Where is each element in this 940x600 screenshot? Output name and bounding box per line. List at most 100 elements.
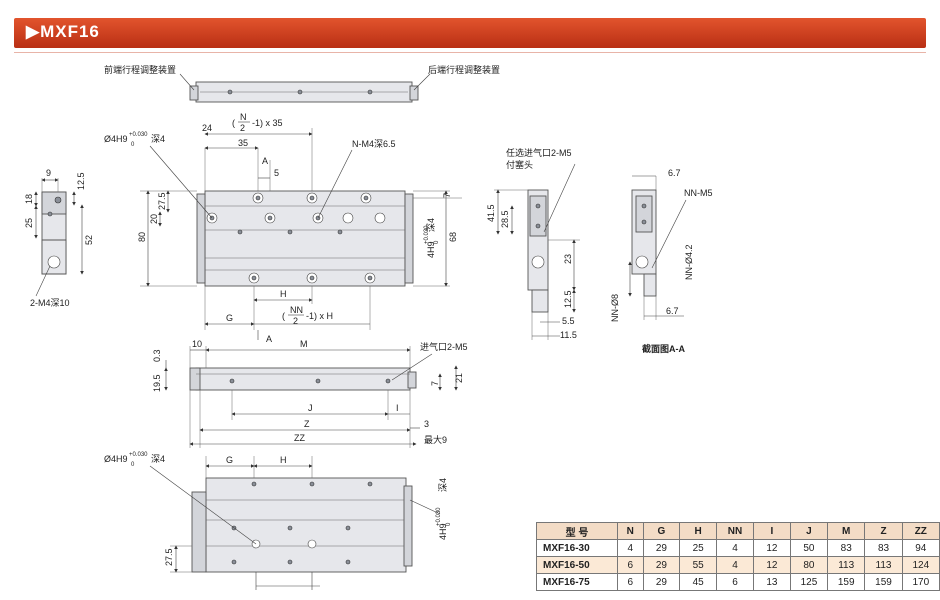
- dim-28-5: 28.5: [500, 210, 510, 228]
- table-row: MXF16-50 6 29 55 4 12 80 113 113 124: [536, 556, 940, 574]
- dim-7: 7: [442, 193, 452, 198]
- max-9: 最大9: [424, 434, 447, 445]
- cell: 113: [864, 556, 903, 574]
- hole-tol-top: +0.030: [129, 132, 148, 138]
- col-n: N: [617, 522, 644, 540]
- col-nn: NN: [715, 522, 755, 540]
- table-row: MXF16-75 6 29 45 6 13 125 159 159 170: [536, 573, 940, 591]
- plug-label: 付塞头: [506, 159, 533, 170]
- nn-d8-label: NN-Ø8: [610, 294, 620, 322]
- dim-80: 80: [137, 232, 147, 242]
- side-hole: 4H9: [426, 241, 436, 258]
- front-adjuster-label: 前端行程调整装置: [104, 64, 176, 75]
- dim-52: 52: [84, 235, 94, 245]
- thread-note: N-M4深6.5: [352, 139, 396, 149]
- optional-port-label: 任选进气口2-M5: [506, 147, 572, 158]
- cell: 55: [679, 556, 717, 574]
- col-z: Z: [864, 522, 903, 540]
- bottom-hole-tol-bot: 0: [131, 462, 135, 468]
- dim-3: 3: [424, 419, 429, 429]
- header-rule: [14, 52, 926, 58]
- dim-27-5: 27.5: [157, 192, 167, 210]
- dim-z: Z: [304, 419, 310, 429]
- dim-i: I: [396, 403, 399, 413]
- cell: 80: [789, 556, 829, 574]
- front-view: 10 M 0.3 19.5 进气口2-M5 7 21 J I Z 3 ZZ 最大…: [152, 339, 468, 448]
- cell: 6: [715, 573, 755, 591]
- cell: 94: [901, 539, 940, 557]
- cell: 124: [901, 556, 940, 574]
- page-title: ▶MXF16: [26, 22, 100, 41]
- nn-m5-label: NN-M5: [684, 188, 713, 198]
- dim-m: M: [300, 339, 308, 349]
- pitch-paren: (: [232, 118, 235, 128]
- hole-depth: 深4: [151, 134, 165, 144]
- cell: 6: [617, 556, 644, 574]
- bottom-view: Ø4H9 +0.030 0 深4 G H 4H9 +0.030 0 深4 27.…: [104, 452, 452, 590]
- hole-tol-bot: 0: [131, 142, 135, 148]
- bottom-dim-h: H: [280, 455, 287, 465]
- cell: 6: [617, 573, 644, 591]
- section-view: 6.7 NN-M5 NN-Ø4.2 NN-Ø8 6.7 截面图A-A: [610, 168, 713, 354]
- cell-model: MXF16-30: [536, 539, 618, 557]
- side-tol-bot: 0: [434, 240, 440, 244]
- dim-h: H: [280, 289, 287, 299]
- pitch-suffix: -1) x 35: [252, 118, 283, 128]
- bottom-hole-note: Ø4H9: [104, 454, 128, 464]
- mount-thread-note: 2-M4深10: [30, 298, 70, 308]
- cell: 12: [753, 539, 791, 557]
- dim-25: 25: [24, 218, 34, 228]
- dim-0-3: 0.3: [152, 349, 162, 362]
- bottom-side-hole: 4H9: [438, 523, 448, 540]
- table-row: MXF16-30 4 29 25 4 12 50 83 83 94: [536, 539, 940, 557]
- col-h: H: [679, 522, 717, 540]
- cell: 159: [827, 573, 866, 591]
- cell: 29: [642, 573, 681, 591]
- dim-68: 68: [448, 232, 458, 242]
- nn-d4-2-label: NN-Ø4.2: [684, 244, 694, 280]
- cell: 12: [753, 556, 791, 574]
- inlet-port-label: 进气口2-M5: [420, 341, 468, 352]
- dim-5: 5: [274, 168, 279, 178]
- left-end-view: 9 12.5 18 25 52 2-M4深10: [24, 168, 94, 308]
- bottom-side-tol-top: +0.030: [436, 507, 442, 526]
- dim-zz: ZZ: [294, 433, 305, 443]
- col-model: 型 号: [536, 522, 618, 540]
- spec-header-row: 型 号 N G H NN I J M Z ZZ: [536, 522, 940, 540]
- cell: 13: [753, 573, 791, 591]
- rear-adjuster-label: 后端行程调整装置: [428, 64, 500, 75]
- dim-20: 20: [149, 214, 159, 224]
- dim-9: 9: [46, 168, 51, 178]
- nn-den: 2: [293, 316, 298, 326]
- pitch-frac-num: N: [240, 112, 247, 122]
- dim-g: G: [226, 313, 233, 323]
- cell: 4: [617, 539, 644, 557]
- nn-suffix: -1) x H: [306, 311, 333, 321]
- dim-35: 35: [238, 138, 248, 148]
- nn-num: NN: [290, 305, 303, 315]
- dim-7-front: 7: [430, 381, 440, 386]
- side-depth: 深4: [426, 218, 436, 232]
- dim-41-5: 41.5: [486, 204, 496, 222]
- plan-view: 24 ( N 2 -1) x 35 35 A 5 Ø4H9 +0.030 0 深…: [104, 112, 462, 344]
- title-banner: ▶MXF16: [14, 18, 926, 48]
- cell: 50: [789, 539, 829, 557]
- dim-6-7-top: 6.7: [668, 168, 681, 178]
- nn-paren: (: [282, 311, 285, 321]
- dim-6-7-bottom: 6.7: [666, 306, 679, 316]
- cell: 170: [901, 573, 940, 591]
- section-caption: 截面图A-A: [642, 343, 685, 354]
- dim-j: J: [308, 403, 313, 413]
- dim-18: 18: [24, 194, 34, 204]
- cell: 25: [679, 539, 717, 557]
- col-j: J: [789, 522, 829, 540]
- cell: 83: [864, 539, 903, 557]
- hole-note: Ø4H9: [104, 134, 128, 144]
- dim-a-bottom: A: [266, 334, 272, 344]
- cell: 29: [642, 539, 681, 557]
- side-view: 任选进气口2-M5 付塞头 41.5 28.5 23 12.5 5.5 11.5: [486, 147, 580, 340]
- bottom-side-tol-bot: 0: [446, 522, 452, 526]
- pitch-frac-den: 2: [240, 123, 245, 133]
- col-zz: ZZ: [901, 522, 940, 540]
